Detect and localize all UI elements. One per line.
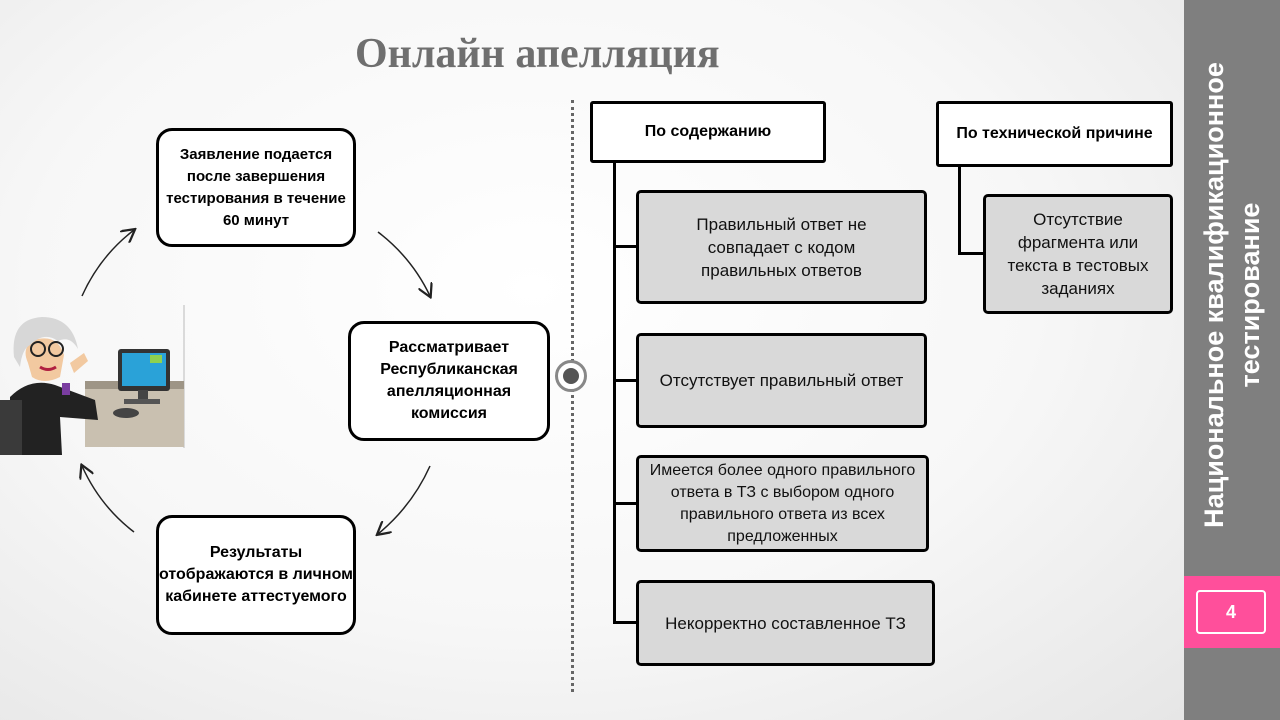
divider-knob [555, 360, 587, 392]
content-reason-item: Некорректно составленное ТЗ [636, 580, 935, 666]
sidebar-title-line-1: Национальное квалификационное [1199, 62, 1229, 528]
content-tree-branch-4 [613, 621, 639, 624]
cycle-arrows [60, 210, 520, 670]
dotted-divider [571, 100, 574, 692]
content-reason-item-text: Правильный ответ не совпадает с кодом пр… [696, 214, 867, 280]
arrow-to-person [82, 466, 135, 533]
technical-reasons-header: По технической причине [936, 101, 1173, 167]
content-reason-item: Отсутствует правильный ответ [636, 333, 927, 428]
technical-reason-item-text: Отсутствие фрагмента или текста в тестов… [1007, 210, 1149, 298]
cycle-step-submission-text: Заявление подается после завершения тест… [166, 145, 346, 229]
content-tree-branch-3 [613, 502, 639, 505]
sidebar-title-line-2: тестирование [1235, 202, 1265, 388]
content-tree-branch-2 [613, 379, 639, 382]
arrow-to-step1 [81, 230, 134, 297]
cycle-step-results-text: Результаты отображаются в личном кабинет… [159, 544, 353, 605]
content-reasons-header: По содержанию [590, 101, 826, 163]
tech-tree-branch [958, 252, 986, 255]
arrow-to-step2 [377, 231, 430, 296]
page-number: 4 [1196, 590, 1266, 634]
tech-tree-trunk [958, 164, 961, 255]
content-reason-item-text: Имеется более одного правильного ответа … [649, 461, 916, 545]
content-reason-item: Правильный ответ не совпадает с кодом пр… [636, 190, 927, 304]
arrow-to-step3 [378, 465, 431, 534]
technical-reason-item: Отсутствие фрагмента или текста в тестов… [983, 194, 1173, 314]
content-reason-item-text: Отсутствует правильный ответ [659, 371, 904, 390]
content-reason-item-text: Некорректно составленное ТЗ [665, 613, 906, 633]
technical-reasons-header-text: По технической причине [956, 125, 1153, 142]
content-tree-branch-1 [613, 245, 639, 248]
cycle-step-submission: Заявление подается после завершения тест… [156, 128, 356, 247]
content-reason-item: Имеется более одного правильного ответа … [636, 455, 929, 552]
slide-title: Онлайн апелляция [355, 31, 720, 77]
sidebar-vertical-title: Национальное квалификационное тестирован… [1196, 35, 1268, 555]
content-tree-trunk [613, 160, 616, 624]
cycle-step-commission-text: Рассматривает Республиканская апелляцион… [380, 339, 518, 422]
woman-at-computer-illustration [0, 305, 185, 455]
content-reasons-header-text: По содержанию [644, 123, 772, 140]
cycle-step-results: Результаты отображаются в личном кабинет… [156, 515, 356, 635]
cycle-step-commission: Рассматривает Республиканская апелляцион… [348, 321, 550, 441]
